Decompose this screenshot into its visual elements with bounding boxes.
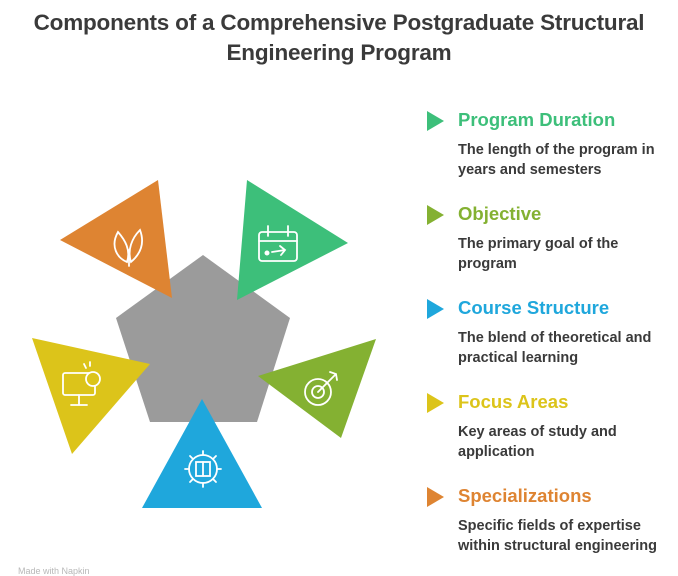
center-pentagon <box>116 255 290 422</box>
triangle-program-duration <box>237 180 348 300</box>
triangle-course-structure <box>142 399 262 508</box>
triangle-objective <box>258 339 376 438</box>
legend-title: Focus Areas <box>458 391 569 412</box>
legend-description: The length of the program in years and s… <box>458 142 655 178</box>
play-arrow-icon <box>427 111 444 131</box>
footer-watermark: Made with Napkin <box>18 566 90 576</box>
title-line-2: Engineering Program <box>226 40 452 65</box>
legend-description: Specific fields of expertise within stru… <box>458 518 657 554</box>
title-line-1: Components of a Comprehensive Postgradua… <box>33 10 645 35</box>
triangle-focus-areas <box>32 338 150 454</box>
page-title: Components of a Comprehensive Postgradua… <box>0 8 678 68</box>
legend-title: Course Structure <box>458 297 610 318</box>
legend-description: The blend of theoretical and practical l… <box>458 330 652 366</box>
legend-description: The primary goal of the program <box>458 236 619 272</box>
target-icon <box>304 371 338 406</box>
legend-description: Key areas of study and application <box>458 424 617 460</box>
monitor-icon <box>62 361 101 406</box>
play-arrow-icon <box>427 487 444 507</box>
leaves-icon <box>113 228 144 267</box>
gear-book-icon <box>184 450 222 488</box>
legend-title: Objective <box>458 203 542 224</box>
calendar-icon <box>258 225 298 262</box>
play-arrow-icon <box>427 205 444 225</box>
legend-title: Program Duration <box>458 109 616 130</box>
legend-title: Specializations <box>458 485 592 506</box>
play-arrow-icon <box>427 393 444 413</box>
play-arrow-icon <box>427 299 444 319</box>
